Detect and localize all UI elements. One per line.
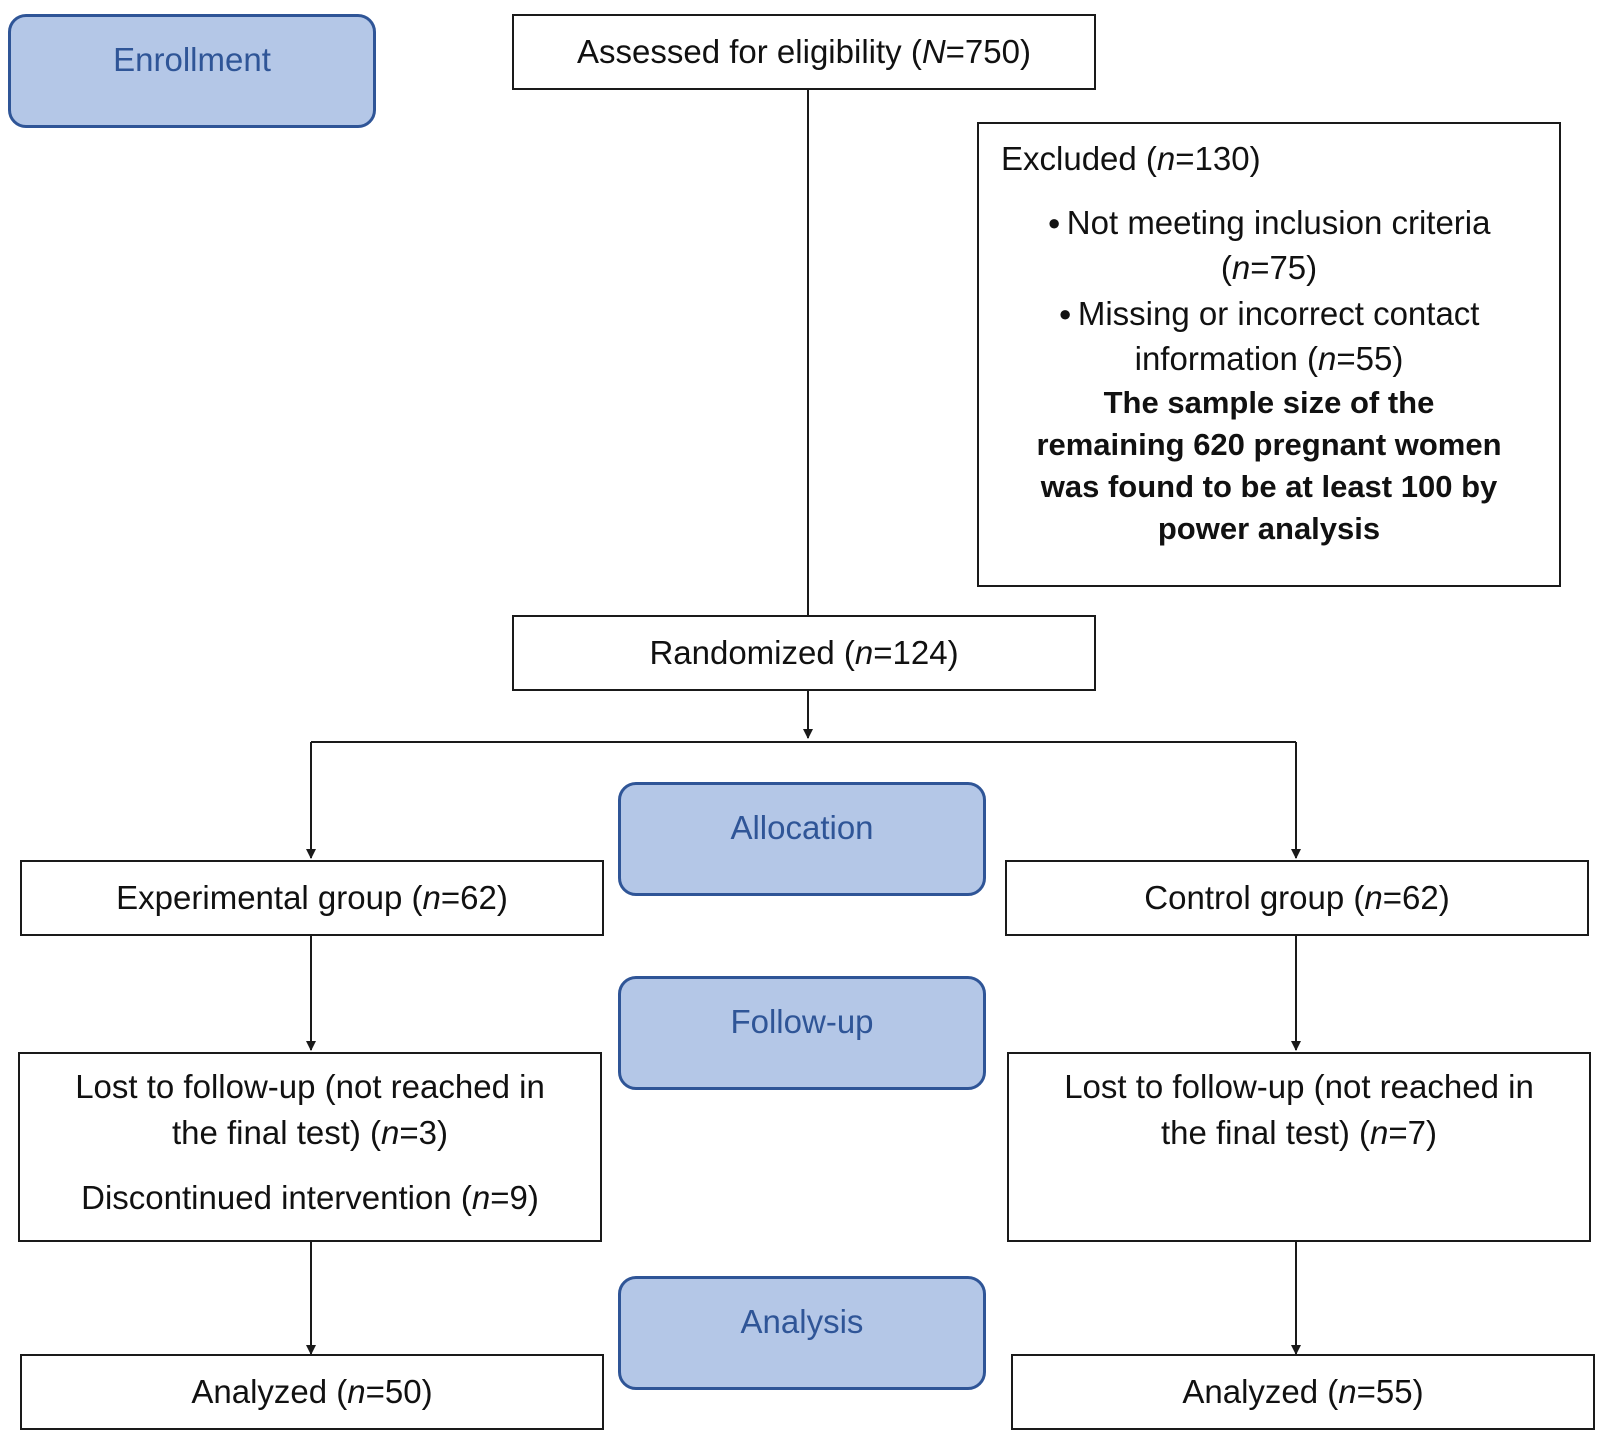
stage-allocation: Allocation xyxy=(618,782,986,896)
experimental-lost-text: Lost to follow-up (not reached in the fi… xyxy=(75,1068,545,1151)
stage-allocation-label: Allocation xyxy=(730,809,874,846)
stage-enrollment: Enrollment xyxy=(8,14,376,128)
control-analyzed-text: Analyzed (n=55) xyxy=(1182,1373,1424,1411)
stage-analysis-label: Analysis xyxy=(740,1303,864,1340)
bullet-icon: ● xyxy=(1047,209,1061,235)
stage-enrollment-label: Enrollment xyxy=(113,41,271,78)
control-group-box: Control group (n=62) xyxy=(1005,860,1589,936)
experimental-group-box: Experimental group (n=62) xyxy=(20,860,604,936)
control-lost-text: Lost to follow-up (not reached in the fi… xyxy=(1064,1068,1534,1151)
randomized-box: Randomized (n=124) xyxy=(512,615,1096,691)
experimental-follow-up-box: Lost to follow-up (not reached in the fi… xyxy=(18,1052,602,1242)
control-analyzed-box: Analyzed (n=55) xyxy=(1011,1354,1595,1430)
experimental-analyzed-box: Analyzed (n=50) xyxy=(20,1354,604,1430)
exclusion-reason-contact: ●Missing or incorrect contact informatio… xyxy=(1058,294,1480,378)
experimental-group-text: Experimental group (n=62) xyxy=(116,879,508,917)
control-group-text: Control group (n=62) xyxy=(1144,879,1450,917)
stage-follow-up: Follow-up xyxy=(618,976,986,1090)
control-follow-up-box: Lost to follow-up (not reached in the fi… xyxy=(1007,1052,1591,1242)
experimental-analyzed-text: Analyzed (n=50) xyxy=(191,1373,433,1411)
exclusion-reason-inclusion: ●Not meeting inclusion criteria (n=75) xyxy=(1047,203,1491,287)
stage-analysis: Analysis xyxy=(618,1276,986,1390)
excluded-box: Excluded (n=130) ●Not meeting inclusion … xyxy=(977,122,1561,587)
excluded-heading: Excluded (n=130) xyxy=(1001,140,1261,177)
bullet-icon: ● xyxy=(1058,300,1072,326)
randomized-text: Randomized (n=124) xyxy=(649,634,959,672)
stage-follow-up-label: Follow-up xyxy=(730,1003,874,1040)
experimental-discontinued-text: Discontinued intervention (n=9) xyxy=(81,1179,539,1217)
sample-size-note: The sample size of the remaining 620 pre… xyxy=(1036,384,1502,547)
assessed-box: Assessed for eligibility (N=750) xyxy=(512,14,1096,90)
assessed-text: Assessed for eligibility (N=750) xyxy=(577,33,1031,71)
